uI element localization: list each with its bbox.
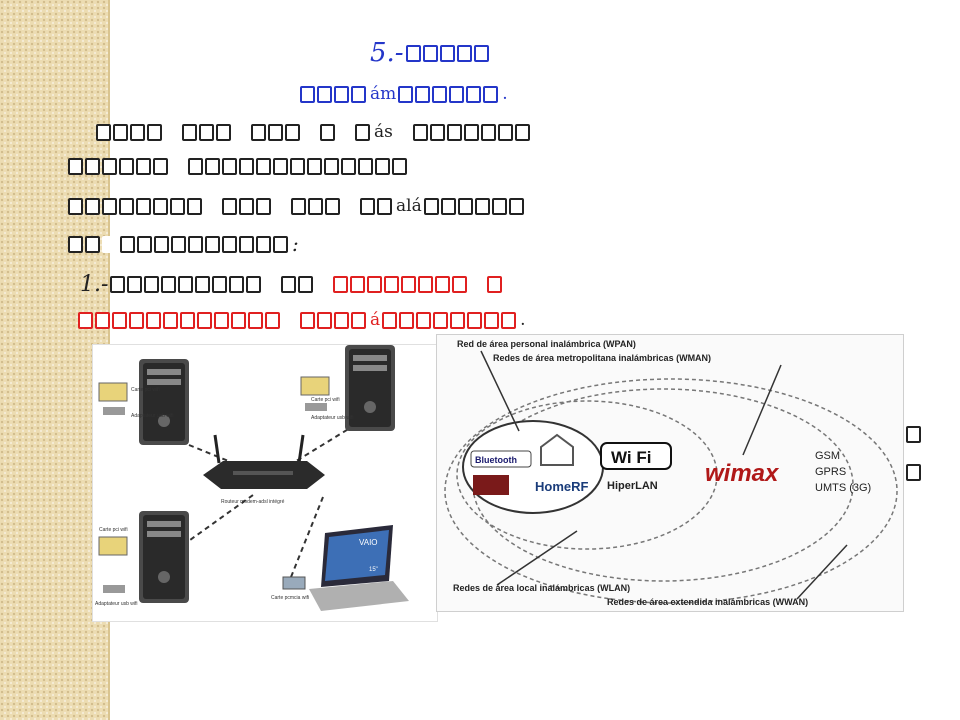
router-icon [203, 434, 325, 489]
usb-adapter-label-1: Adaptateur usb wifi [131, 413, 174, 419]
pcmcia-card-label: Carte pcmcia wifi [271, 595, 309, 601]
body-line-2 [68, 158, 409, 175]
usb-adapter-label-2: Adaptateur usb wifi [311, 415, 354, 421]
wwan-label: Redes de área extendida inalámbricas (WW… [607, 597, 808, 607]
hidden-line-5 [906, 464, 923, 481]
desktop-computer-icon [345, 345, 395, 431]
decorative-side-stripe [0, 0, 108, 720]
heading-period: . [502, 84, 508, 104]
router-label: Routeur modem-adsl intégré [221, 499, 285, 505]
body-fragment-1: ás [374, 122, 393, 142]
gprs-label: GPRS [815, 466, 846, 478]
wlan-label: Redes de área local inalámbricas (WLAN) [453, 583, 630, 593]
hiperlan-label: HiperLAN [607, 480, 658, 492]
homerf-logo: HomeRF [535, 433, 589, 494]
body-line-1: ás [96, 122, 532, 142]
laptop-brand: VAIO [359, 538, 378, 547]
hidden-line-4 [906, 426, 923, 443]
svg-text:Bluetooth: Bluetooth [475, 455, 517, 465]
laptop-screen-size: 15" [369, 567, 378, 573]
list-item-line-2: á . [78, 310, 528, 330]
wwan-ellipse [444, 378, 898, 604]
list-item-line-1: 1.- [78, 272, 504, 297]
wman-ellipse [472, 388, 854, 582]
list-item-fragment: á [370, 310, 381, 330]
body-colon: : [292, 232, 299, 256]
wifi-logo: Wi Fi [600, 442, 672, 470]
gsm-label: GSM [815, 450, 840, 462]
svg-text:HomeRF: HomeRF [535, 479, 589, 494]
body-line-3: alá [68, 196, 526, 216]
desktop-computer-icon [139, 359, 189, 445]
wlan-ellipse [456, 400, 718, 550]
wpan-label: Red de área personal inalámbrica (WPAN) [457, 339, 636, 349]
wman-label: Redes de área metropolitana inalámbricas… [493, 353, 711, 363]
usb-adapter-label-3: Adaptateur usb wifi [95, 601, 138, 607]
pci-card-label-3: Carte pci wifi [99, 527, 128, 533]
desktop-computer-icon [139, 511, 189, 603]
wireless-network-types-image: Red de área personal inalámbrica (WPAN) … [436, 334, 904, 612]
heading-fragment: ám [370, 84, 397, 104]
wimax-logo: wimax [705, 460, 780, 487]
heading-line-1: 5.- [368, 38, 491, 68]
heading-line-2: ám . [300, 84, 510, 104]
bluetooth-logo: Bluetooth [470, 450, 532, 468]
body-line-4: : [68, 232, 301, 256]
laptop-icon: VAIO 15" [309, 525, 409, 611]
body-fragment-2: alá [396, 196, 422, 216]
wifi-network-diagram-image: Carte pci wifi Adaptateur usb wifi Carte… [92, 344, 438, 622]
heading-number: 5.- [370, 38, 404, 68]
pci-card-label-1: Carte pci wifi [131, 387, 160, 393]
svg-text:Wi Fi: Wi Fi [611, 448, 651, 467]
list-item-number: 1.- [80, 272, 109, 297]
umts-label: UMTS (3G) [815, 482, 871, 494]
pci-card-label-2: Carte pci wifi [311, 397, 340, 403]
irda-logo [473, 475, 509, 495]
list-item-period: . [520, 310, 526, 330]
